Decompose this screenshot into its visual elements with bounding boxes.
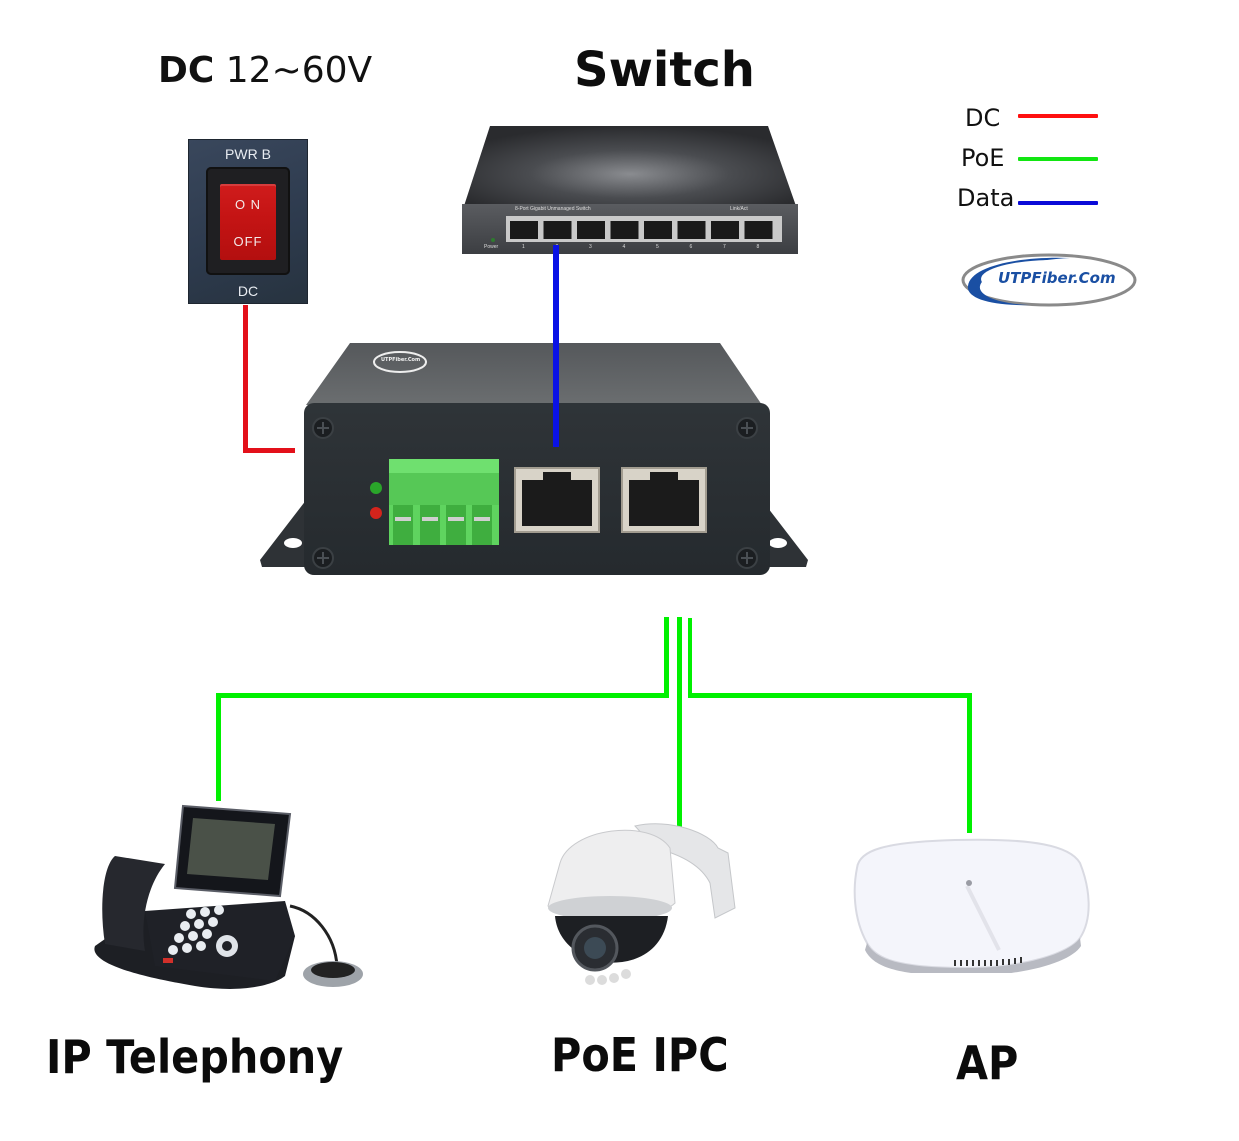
legend-label-dc: DC	[965, 104, 1001, 132]
utpfiber-logo: UTPFiber.Com	[960, 252, 1138, 308]
ip-phone-icon	[94, 804, 363, 989]
poe-wire-left-down	[216, 693, 221, 801]
dc-voltage-title: DC 12~60V	[158, 50, 372, 91]
rocker-off-label: OFF	[233, 234, 263, 249]
label-poe-ipc: PoE IPC	[551, 1028, 729, 1082]
dc-voltage-range: 12~60V	[225, 50, 373, 91]
rj45-port-1[interactable]	[515, 468, 599, 532]
legend-line-poe	[1018, 157, 1098, 161]
legend-line-dc	[1018, 114, 1098, 118]
dc-bottom-label: DC	[237, 283, 259, 299]
switch-port-6[interactable]	[677, 221, 706, 239]
switch-model-text: 8-Port Gigabit Unmanaged Switch	[515, 206, 591, 212]
device-logo-text: UTPFiber.Com	[381, 357, 421, 363]
ptz-dome-camera	[540, 808, 740, 998]
switch-port-number: 1	[522, 244, 525, 250]
legend-label-poe: PoE	[961, 144, 1005, 172]
switch-port-number: 3	[589, 244, 592, 250]
label-ip-telephony: IP Telephony	[46, 1030, 344, 1084]
poe-wire-right-horizontal	[688, 693, 972, 698]
poe-wire-right-drop	[688, 618, 692, 698]
label-ap: AP	[956, 1036, 1019, 1090]
terminal-block[interactable]	[389, 459, 499, 545]
switch-link-text: Link/Act	[730, 206, 748, 212]
ip-phone	[85, 796, 365, 996]
switch-port-5[interactable]	[644, 221, 672, 239]
pwr-b-label: PWR B	[225, 146, 271, 162]
legend: DC PoE Data	[940, 100, 1110, 220]
switch-port-1[interactable]	[510, 221, 538, 239]
switch-port-number: 4	[622, 244, 626, 250]
switch-port-4[interactable]	[610, 221, 639, 239]
legend-label-data: Data	[957, 184, 1015, 212]
switch-port-number: 6	[689, 244, 693, 250]
switch-port-8[interactable]	[744, 221, 773, 239]
access-point-icon	[853, 838, 1090, 976]
network-switch: 8-Port Gigabit Unmanaged Switch Link/Act…	[460, 124, 800, 256]
rocker-on-label: O N	[234, 197, 262, 212]
logo-text: UTPFiber.Com	[998, 269, 1116, 287]
switch-port-3[interactable]	[577, 221, 605, 239]
data-wire	[553, 245, 559, 447]
switch-power-text: Power	[484, 244, 499, 250]
legend-line-data	[1018, 201, 1098, 205]
wireless-access-point	[845, 828, 1095, 976]
poe-extender-device: UTPFiber.Com	[250, 335, 820, 585]
switch-port-number: 7	[723, 244, 726, 250]
dc-power-switch-panel: PWR B O N OFF DC	[188, 139, 308, 304]
switch-title: Switch	[574, 42, 755, 98]
status-led-red	[370, 507, 382, 519]
switch-port-number: 5	[656, 244, 659, 250]
rocker-frame: O N OFF	[206, 167, 290, 275]
switch-port-number: 8	[756, 244, 760, 250]
switch-port-7[interactable]	[711, 221, 739, 239]
status-led-green	[370, 482, 382, 494]
rocker-switch[interactable]: O N OFF	[220, 184, 276, 260]
dome-camera-icon	[547, 823, 736, 985]
dc-title-bold: DC	[158, 50, 215, 91]
poe-wire-right-down	[967, 693, 972, 833]
poe-wire-left-drop	[664, 617, 669, 698]
dc-wire-horizontal	[243, 448, 295, 453]
poe-device-body-icon	[260, 343, 808, 575]
network-switch-icon	[462, 126, 798, 254]
poe-wire-middle	[677, 617, 682, 830]
poe-wire-left-horizontal	[216, 693, 669, 698]
logo-swoosh-icon	[961, 253, 1137, 307]
rj45-port-2[interactable]	[622, 468, 706, 532]
switch-port-2[interactable]	[543, 221, 572, 239]
dc-wire-vertical	[243, 305, 248, 453]
